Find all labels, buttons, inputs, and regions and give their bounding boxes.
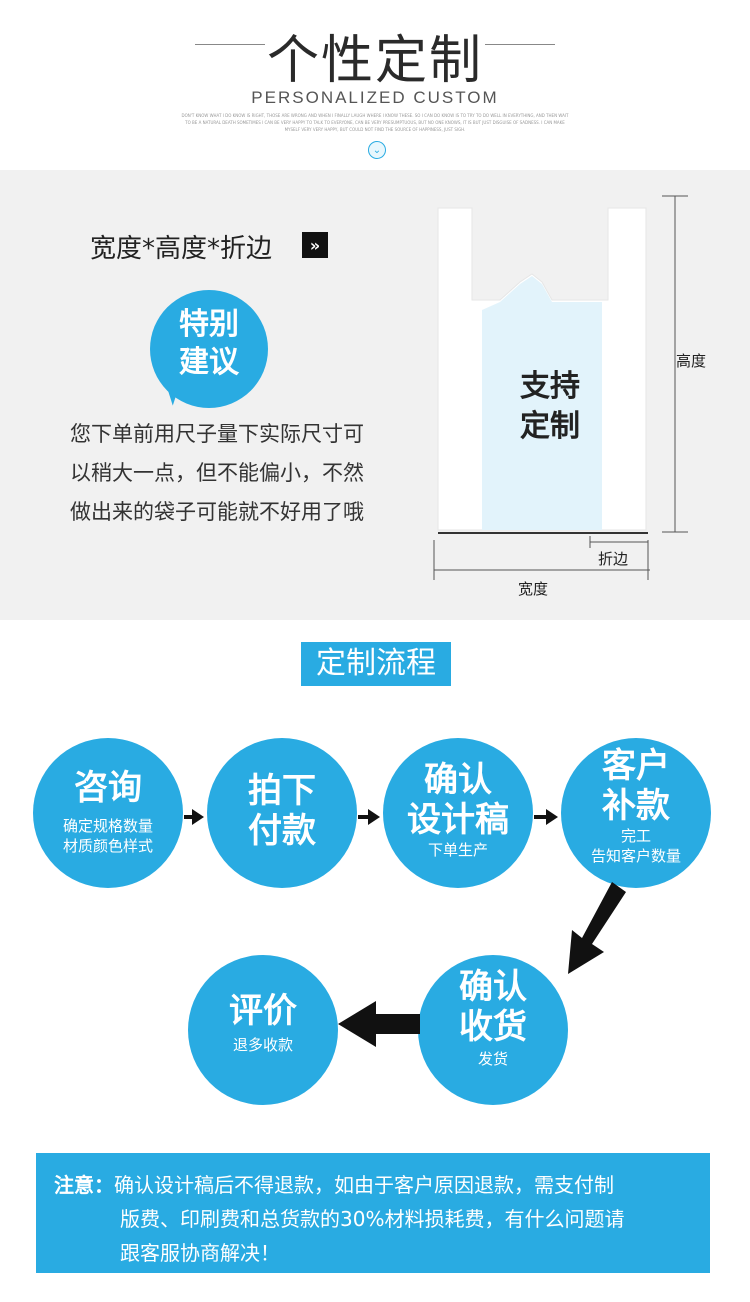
bag-caption: 支持 定制 — [510, 367, 590, 447]
arrow-down-left-icon — [568, 882, 626, 974]
chevron-down-icon: ⌄ — [368, 141, 386, 159]
process-step-confirm-receipt: 确认 收货 发货 — [418, 955, 568, 1105]
step-title: 拍下 — [248, 771, 316, 811]
decorative-fine-print: DON'T KNOW WHAT I DO KNOW IS RIGHT, THOS… — [181, 113, 569, 132]
bag-gusset — [482, 276, 602, 530]
step-title: 客户 — [602, 746, 670, 786]
step-title: 付款 — [248, 811, 316, 851]
step-detail: 告知客户数量 — [590, 847, 681, 865]
bag-diagram — [433, 195, 688, 580]
step-title: 咨询 — [74, 768, 142, 808]
step-detail: 发货 — [477, 1050, 508, 1068]
step-title: 设计稿 — [407, 800, 509, 840]
advice-line-2: 以稍大一点，但不能偏小，不然 — [70, 461, 364, 485]
process-step-pay: 拍下 付款 — [207, 738, 357, 888]
bag-caption-line-2: 定制 — [520, 409, 580, 444]
page-subtitle: PERSONALIZED CUSTOM — [251, 88, 499, 107]
process-step-review: 评价 退多收款 — [188, 955, 338, 1105]
page-title: 个性定制 — [266, 31, 483, 91]
step-detail: 确定规格数量 — [62, 817, 153, 835]
bag-caption-line-1: 支持 — [520, 369, 580, 404]
step-detail: 退多收款 — [232, 1036, 293, 1054]
arrow-stem — [358, 815, 368, 819]
notice-text: 注意：确认设计稿后不得退款，如由于客户原因退款，需支付制 版费、印刷费和总货款的… — [54, 1168, 694, 1270]
step-title: 补款 — [602, 786, 670, 826]
notice-line-1: 注意：确认设计稿后不得退款，如由于客户原因退款，需支付制 — [54, 1173, 614, 1197]
title-divider-right — [485, 44, 555, 45]
process-step-confirm-design: 确认 设计稿 下单生产 — [383, 738, 533, 888]
width-label: 宽度 — [518, 580, 549, 598]
arrow-right-icon — [192, 809, 204, 825]
dimensions-label: 宽度*高度*折边 — [90, 234, 273, 264]
notice-line-2: 版费、印刷费和总货款的30%材料损耗费，有什么问题请 — [120, 1207, 625, 1231]
step-title: 确认 — [424, 760, 492, 800]
step-detail: 下单生产 — [427, 841, 488, 859]
process-title: 定制流程 — [301, 642, 451, 686]
process-step-balance-payment: 客户 补款 完工 告知客户数量 — [561, 738, 711, 888]
process-step-consult: 咨询 确定规格数量 材质颜色样式 — [33, 738, 183, 888]
step-title: 收货 — [459, 1007, 527, 1047]
step-detail: 完工 — [620, 827, 651, 845]
arrow-stem — [534, 815, 546, 819]
title-divider-left — [195, 44, 265, 45]
step-detail: 材质颜色样式 — [62, 837, 153, 855]
height-label: 高度 — [676, 352, 707, 370]
notice-label: 注意： — [54, 1173, 114, 1197]
fold-label: 折边 — [598, 550, 629, 568]
speech-bubble — [150, 290, 268, 408]
advice-line-3: 做出来的袋子可能就不好用了哦 — [70, 500, 364, 524]
notice-line-3: 跟客服协商解决！ — [120, 1241, 280, 1265]
bubble-line-1: 特别 — [179, 307, 239, 342]
speech-bubble-text: 特别 建议 — [150, 306, 268, 382]
arrow-right-icon — [546, 809, 558, 825]
arrow-left-icon — [338, 1001, 420, 1047]
arrow-stem — [184, 815, 192, 819]
advice-text: 您下单前用尺子量下实际尺寸可 以稍大一点，但不能偏小，不然 做出来的袋子可能就不… — [70, 415, 400, 532]
double-chevron-right-icon: » — [302, 232, 328, 258]
notice-box — [36, 1153, 710, 1273]
step-title: 确认 — [459, 967, 527, 1007]
arrow-right-icon — [368, 809, 380, 825]
bubble-line-2: 建议 — [179, 345, 239, 380]
step-title: 评价 — [229, 991, 297, 1031]
advice-line-1: 您下单前用尺子量下实际尺寸可 — [70, 422, 364, 446]
